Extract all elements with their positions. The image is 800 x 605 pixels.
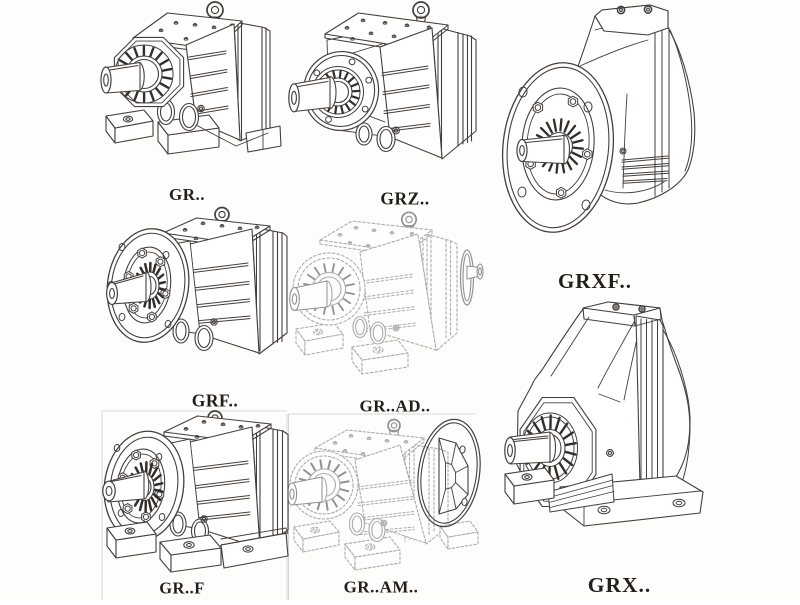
svg-text:GRXF..: GRXF..: [558, 269, 632, 293]
svg-text:GRZ..: GRZ..: [380, 189, 429, 209]
svg-text:GRX..: GRX..: [588, 573, 652, 597]
svg-text:GRF..: GRF..: [192, 391, 239, 411]
svg-text:GR..: GR..: [169, 185, 205, 204]
svg-text:GR..F: GR..F: [159, 579, 205, 598]
svg-text:GR..AM..: GR..AM..: [344, 578, 419, 597]
svg-text:GR..AD..: GR..AD..: [359, 397, 430, 416]
